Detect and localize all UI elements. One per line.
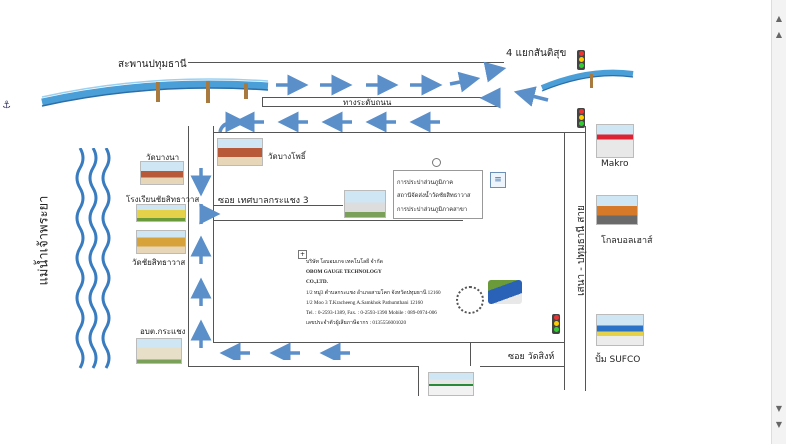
sufco-image (596, 314, 644, 346)
soi-tessaban-top (213, 205, 343, 206)
company-tax-id: เลขประจำตัวผู้เสียภาษีอากร : 01355560010… (306, 320, 407, 327)
bridge-right (540, 69, 634, 92)
makro-label: Makro (601, 159, 629, 169)
company-address-en: 1/2 Moo 3 T.Kracheeng A.Samkhok Pathumth… (306, 299, 423, 306)
water-authority-callout: การประปาส่วนภูมิภาค สถานีจัดส่งน้ำวัดชัย… (393, 170, 483, 219)
scroll-down-icon[interactable]: ▼ (775, 420, 783, 429)
soi-watsing-left (418, 366, 419, 396)
scroll-page-down-icon[interactable]: ▼ (775, 404, 783, 413)
anchor-icon: ⚓ (2, 100, 11, 111)
road-right-edge (585, 126, 586, 391)
road-right-inner (564, 132, 565, 390)
seven-eleven-image (428, 372, 474, 396)
water-station-image (344, 190, 386, 218)
company-info: บริษัท โอบอมเกจ เทคโนโลยี จำกัด OBOM GAU… (306, 257, 476, 328)
wat-chaisit-label: วัดชัยสิทธาวาส (132, 258, 186, 267)
wat-chaisit-image (136, 230, 186, 254)
road-main-label: ทางระดับถนน (343, 98, 392, 107)
traffic-light-mid (577, 108, 585, 128)
soi-watsing-label: ซอย วัดสิงห์ (508, 352, 555, 362)
road-top-inner (213, 132, 585, 133)
company-logo (456, 286, 484, 314)
wat-bangna-label: วัดบางนา (146, 153, 180, 162)
global-house-label: โกลบอลเฮาส์ (601, 236, 653, 246)
sub-district-image (136, 338, 182, 364)
wat-bangpho-label: วัดบางโพธิ์ (268, 152, 306, 161)
wat-bangpho-image (217, 138, 263, 166)
traffic-light-top (577, 50, 585, 70)
makro-image (596, 124, 634, 158)
route-arrows-top (218, 61, 549, 133)
soi-watsing-bottom (480, 366, 564, 367)
bridge-pathumthani (41, 78, 269, 107)
highway-label: เสนา - ปทุมธานี สาย (575, 205, 587, 296)
company-suffix: CO.,LTD. (306, 279, 328, 286)
callout-line-2: สถานีจัดส่งน้ำวัดชัยสิทธาวาส (397, 193, 471, 199)
sub-district-label: อบต.กระแชง (140, 327, 186, 336)
global-house-image (596, 195, 638, 225)
road-left-edge (188, 126, 189, 366)
vertical-scrollbar[interactable]: ▲ ▲ ▼ ▼ (771, 0, 786, 444)
company-contact: Tel. : 0-2593-1389, Fax. : 0-2593-1390 M… (306, 310, 437, 317)
junction-label: 4 แยกสันติสุข (506, 48, 567, 59)
soi-tessaban-bottom (213, 220, 463, 221)
road-lower-right (470, 342, 471, 366)
scroll-up-icon[interactable]: ▲ (775, 14, 783, 23)
callout-rotate-handle[interactable] (432, 158, 441, 167)
callout-line-1: การประปาส่วนภูมิภาค (397, 180, 454, 186)
company-name-th: บริษัท โอบอมเกจ เทคโนโลยี จำกัด (306, 259, 383, 265)
road-top-edge (188, 62, 504, 63)
route-arrows-left (190, 168, 350, 360)
road-bottom-top (213, 342, 564, 343)
company-name-en: OBOM GAUGE TECHNOLOGY (306, 269, 382, 276)
road-left-inner (213, 126, 214, 342)
move-handle-icon[interactable]: + (298, 250, 307, 259)
soi-tessaban-label: ซอย เทศบาลกระแชง 3 (218, 196, 309, 206)
school-image (136, 204, 186, 222)
school-label: โรงเรียนชัยสิทธาวาส (126, 195, 200, 204)
wat-bangna-image (140, 161, 184, 185)
traffic-light-inner (552, 314, 560, 334)
callout-line-3: การประปาส่วนภูมิภาคสาขา (397, 207, 468, 213)
river-chao-phraya (75, 148, 111, 369)
road-bottom-edge (188, 366, 418, 367)
bridge-label: สะพานปทุมธานี (118, 59, 187, 70)
scroll-page-up-icon[interactable]: ▲ (775, 30, 783, 39)
river-label: แม่น้ำเจ้าพระยา (36, 195, 52, 286)
callout-layout-icon[interactable]: ≡ (490, 172, 506, 188)
company-address-th: 1/2 หมู่3 ตำบลกระแชง อำเภอสามโคก จังหวัด… (306, 289, 441, 296)
factory-icon (488, 280, 522, 304)
sufco-label: ปั้ม SUFCO (595, 355, 641, 365)
